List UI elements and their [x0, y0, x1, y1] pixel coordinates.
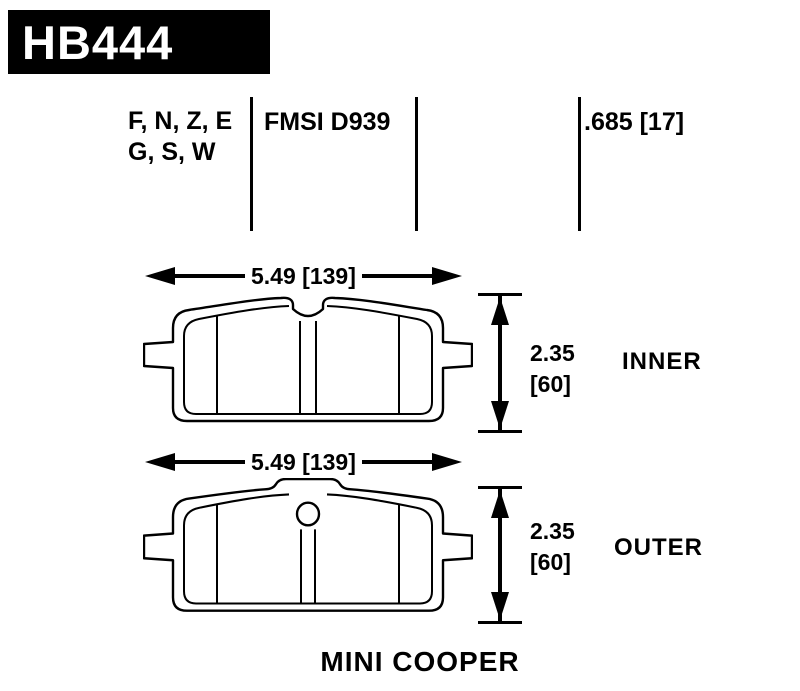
- compound-codes-line2: G, S, W: [128, 138, 216, 166]
- spec-divider-2: [415, 97, 418, 231]
- part-number-banner: HB444: [8, 10, 270, 74]
- inner-height-line1: 2.35: [530, 340, 575, 366]
- outer-height-value: 2.35 [60]: [530, 516, 575, 578]
- inner-pad-drawing: [143, 296, 473, 423]
- inner-width-value: 5.49 [139]: [251, 262, 356, 289]
- spec-divider-3: [578, 97, 581, 231]
- compound-codes-line1: F, N, Z, E: [128, 107, 233, 135]
- outer-height-line2: [60]: [530, 549, 571, 575]
- right-arrow-icon: [361, 453, 462, 471]
- vehicle-name: MINI COOPER: [320, 646, 520, 677]
- compound-codes: F, N, Z, E G, S, W: [128, 106, 232, 168]
- outer-pad-drawing: [143, 478, 473, 612]
- inner-label: INNER: [622, 348, 702, 375]
- outer-width-dimension: 5.49 [139]: [145, 448, 462, 475]
- left-arrow-icon: [145, 267, 245, 285]
- left-arrow-icon: [145, 453, 245, 471]
- outer-label: OUTER: [614, 534, 703, 561]
- inner-width-dimension: 5.49 [139]: [145, 262, 462, 289]
- spec-divider-1: [250, 97, 253, 231]
- outer-width-value: 5.49 [139]: [251, 448, 356, 475]
- inner-height-dimension: [478, 293, 522, 433]
- part-number: HB444: [22, 15, 174, 69]
- fmsi-number: FMSI D939: [264, 108, 391, 136]
- outer-height-line1: 2.35: [530, 518, 575, 544]
- outer-height-dimension: [478, 486, 522, 624]
- right-arrow-icon: [361, 267, 462, 285]
- inner-height-value: 2.35 [60]: [530, 338, 575, 400]
- inner-height-line2: [60]: [530, 371, 571, 397]
- pad-hole: [295, 501, 321, 527]
- pad-thickness: .685 [17]: [584, 108, 685, 136]
